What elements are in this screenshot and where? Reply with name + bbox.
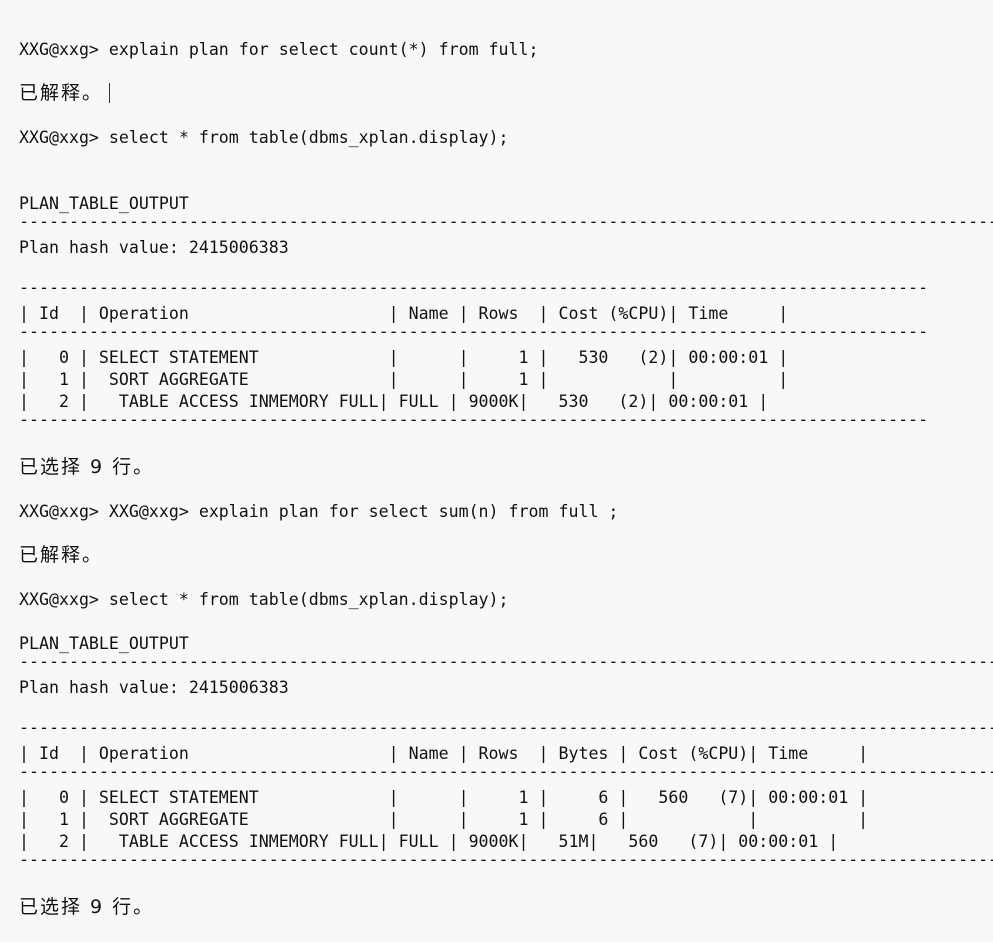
plan-table-header-row: | Id | Operation | Name | Rows | Bytes |… xyxy=(19,744,869,763)
rows-selected-message: 已选择 9 行。 xyxy=(19,896,155,918)
plan-table-rule-bottom: ----------------------------------------… xyxy=(19,410,929,429)
plan-table-rule-mid: ----------------------------------------… xyxy=(19,322,929,341)
plan-hash-value: Plan hash value: 2415006383 xyxy=(19,678,289,697)
command-line-display-plan: XXG@xxg> select * from table(dbms_xplan.… xyxy=(19,590,509,609)
full-width-rule: ----------------------------------------… xyxy=(19,212,993,231)
plan-table-row: | 1 | SORT AGGREGATE | | 1 | | | xyxy=(19,370,789,389)
plan-hash-value: Plan hash value: 2415006383 xyxy=(19,238,289,257)
plan-table-row: | 2 | TABLE ACCESS INMEMORY FULL| FULL |… xyxy=(19,392,769,411)
plan-table-rule-top: ----------------------------------------… xyxy=(19,278,929,297)
full-width-rule: ----------------------------------------… xyxy=(19,652,993,671)
plan-table-header-row: | Id | Operation | Name | Rows | Cost (%… xyxy=(19,304,789,323)
command-line-explain-count: XXG@xxg> explain plan for select count(*… xyxy=(19,40,539,59)
plan-table-rule-bottom: ----------------------------------------… xyxy=(19,850,993,869)
plan-table-output-header: PLAN_TABLE_OUTPUT xyxy=(19,634,189,653)
command-line-display-plan: XXG@xxg> select * from table(dbms_xplan.… xyxy=(19,128,509,147)
rows-selected-message: 已选择 9 行。 xyxy=(19,456,155,478)
plan-table-row: | 1 | SORT AGGREGATE | | 1 | 6 | | | xyxy=(19,810,869,829)
plan-table-rule-mid: ----------------------------------------… xyxy=(19,762,993,781)
plan-table-row: | 2 | TABLE ACCESS INMEMORY FULL| FULL |… xyxy=(19,832,839,851)
plan-table-row: | 0 | SELECT STATEMENT | | 1 | 530 (2)| … xyxy=(19,348,789,367)
text-cursor xyxy=(109,83,111,103)
explained-message: 已解释。 xyxy=(19,544,104,566)
plan-table-row: | 0 | SELECT STATEMENT | | 1 | 6 | 560 (… xyxy=(19,788,869,807)
plan-table-rule-top: ----------------------------------------… xyxy=(19,718,993,737)
plan-table-output-header: PLAN_TABLE_OUTPUT xyxy=(19,194,189,213)
explained-message: 已解释。 xyxy=(19,82,111,104)
command-line-explain-sum: XXG@xxg> XXG@xxg> explain plan for selec… xyxy=(19,502,619,521)
